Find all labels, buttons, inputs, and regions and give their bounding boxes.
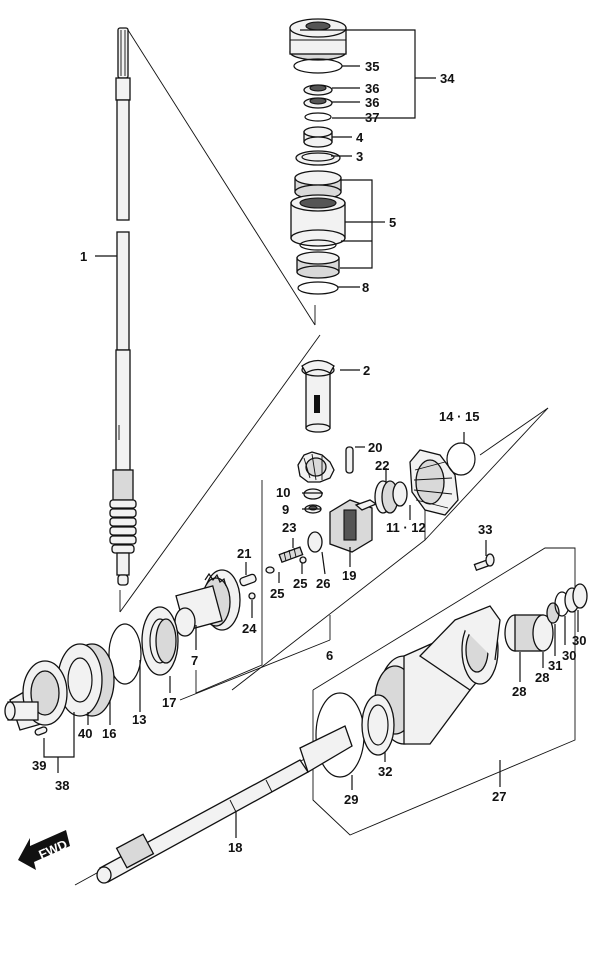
forward-gear-14	[409, 449, 459, 516]
drive-shaft	[109, 27, 137, 586]
shim-13	[108, 623, 142, 685]
callout-13: 13	[132, 712, 146, 727]
callout-36b: 36	[365, 95, 379, 110]
callout-17: 17	[162, 695, 176, 710]
bush-4	[303, 126, 333, 148]
callout-25b: 25	[293, 576, 307, 591]
callout-32: 32	[378, 764, 392, 779]
ring-26	[307, 531, 323, 553]
callout-3: 3	[356, 149, 363, 164]
callout-27: 27	[492, 789, 506, 804]
bearing-28	[504, 602, 560, 652]
callout-1: 1	[80, 249, 87, 264]
callout-39: 39	[32, 758, 46, 773]
callout-30a: 30	[562, 648, 576, 663]
ball-25b	[299, 556, 307, 564]
seal-36a	[303, 84, 333, 96]
seal-36b	[303, 97, 333, 109]
callout-28a: 28	[512, 684, 526, 699]
callout-36a: 36	[365, 81, 379, 96]
shim-15	[446, 442, 476, 476]
callout-18: 18	[228, 840, 242, 855]
callout-9: 9	[282, 502, 289, 517]
callout-8: 8	[362, 280, 369, 295]
housing-38	[57, 643, 115, 717]
callout-28b: 28	[535, 670, 549, 685]
callout-14-15: 14 · 15	[439, 409, 479, 424]
washer-11	[392, 481, 408, 507]
callout-22: 22	[375, 458, 389, 473]
bearing-housing-39	[4, 660, 68, 736]
callout-31: 31	[548, 658, 562, 673]
callout-24: 24	[242, 621, 257, 636]
callout-6: 6	[326, 648, 333, 663]
callout-35: 35	[365, 59, 379, 74]
ball-25	[265, 566, 275, 574]
ball-24	[248, 592, 256, 600]
callout-20: 20	[368, 440, 382, 455]
reverse-gear-7	[174, 569, 241, 637]
callout-34: 34	[440, 71, 455, 86]
callout-16: 16	[102, 726, 116, 741]
callout-2: 2	[363, 363, 370, 378]
o-ring-35	[293, 58, 343, 74]
leader-lines	[43, 29, 579, 838]
callout-23: 23	[282, 520, 296, 535]
callout-21: 21	[237, 546, 251, 561]
circlip-8	[297, 281, 339, 295]
o-ring-37	[304, 112, 332, 122]
bolt-33	[473, 553, 495, 572]
bearing-housing	[289, 18, 347, 61]
clutch-dog-19	[329, 499, 378, 553]
pin-21	[239, 573, 257, 587]
fwd-arrow-icon: FWD	[18, 830, 70, 870]
seal-30b	[572, 583, 588, 609]
callout-11-12: 11 · 12	[386, 520, 426, 535]
pin-20	[345, 446, 354, 474]
bearing-32	[361, 694, 395, 756]
callout-30b: 30	[572, 633, 586, 648]
callout-5: 5	[389, 215, 396, 230]
callout-38: 38	[55, 778, 69, 793]
callout-25a: 25	[270, 586, 284, 601]
spring-23	[278, 546, 304, 564]
sleeve-2	[301, 359, 335, 433]
bearing-5	[290, 170, 346, 279]
callout-4: 4	[356, 130, 364, 145]
callout-37: 37	[365, 110, 379, 125]
washer-10	[303, 488, 323, 500]
callout-40: 40	[78, 726, 92, 741]
callout-7: 7	[191, 653, 198, 668]
pinion-gear	[297, 451, 335, 483]
thrust-bearing-17	[141, 606, 179, 676]
callout-33: 33	[478, 522, 492, 537]
shim-3	[295, 150, 341, 166]
fwd-label: FWD	[36, 837, 69, 863]
callout-29: 29	[344, 792, 358, 807]
callout-10: 10	[276, 485, 290, 500]
callout-19: 19	[342, 568, 356, 583]
callout-26: 26	[316, 576, 330, 591]
propeller-shaft-18	[96, 725, 353, 884]
callout-labels: 1 2 3 4 5 6 7 8 9 10 11 · 12 13 14 · 15 …	[32, 59, 586, 855]
